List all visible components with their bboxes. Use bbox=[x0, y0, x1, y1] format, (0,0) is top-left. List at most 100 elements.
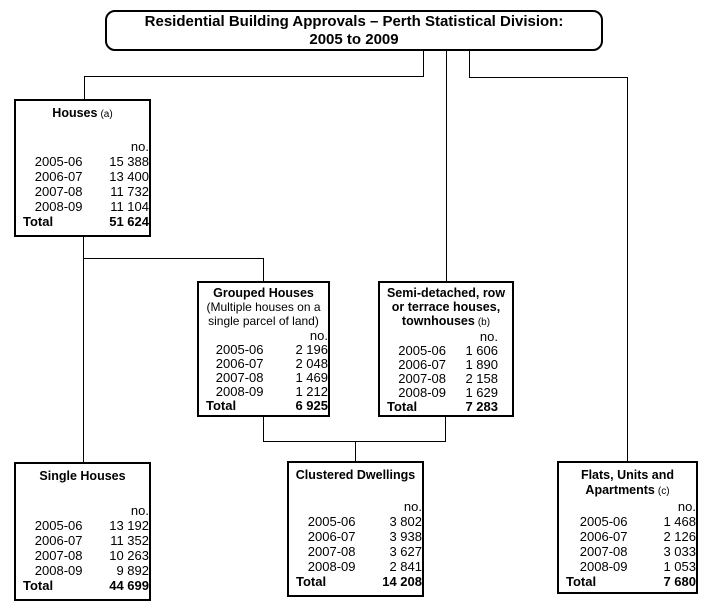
value-cell: 1 053 bbox=[663, 559, 696, 574]
total-value: 44 699 bbox=[109, 578, 149, 593]
year-cell: 2008-09 bbox=[34, 563, 83, 578]
value-cell: 13 192 bbox=[109, 518, 149, 533]
value-cell: 11 104 bbox=[110, 199, 149, 214]
total-value: 7 680 bbox=[663, 574, 696, 589]
footnote-marker-c: (c) bbox=[657, 486, 670, 497]
total-label: Total bbox=[387, 399, 418, 414]
year-cell: 2008-09 bbox=[579, 559, 628, 574]
year-row: 2008-09 11 104 bbox=[16, 199, 149, 214]
year-cell: 2008-09 bbox=[307, 559, 356, 574]
value-cell: 1 629 bbox=[465, 385, 498, 400]
year-row: 2006-07 2 048 bbox=[199, 357, 328, 371]
flats-units-apartments-box: Flats, Units and Apartments(c) no. 2005-… bbox=[557, 461, 698, 594]
value-cell: 3 802 bbox=[389, 514, 422, 529]
value-cell: 13 400 bbox=[109, 169, 149, 184]
connector-line-houses-drop bbox=[84, 76, 85, 99]
year-cell: 2005-06 bbox=[34, 518, 83, 533]
semi-detached-box: Semi-detached, row or terrace houses, to… bbox=[378, 281, 514, 417]
connector-line-grouped-drop bbox=[263, 258, 264, 281]
year-cell: 2008-09 bbox=[34, 199, 83, 214]
total-value: 14 208 bbox=[382, 574, 422, 589]
title-line-1: Residential Building Approvals – Perth S… bbox=[144, 12, 564, 30]
total-row: Total 7 283 bbox=[380, 400, 512, 414]
year-cell: 2008-09 bbox=[398, 385, 446, 400]
total-label: Total bbox=[206, 398, 237, 413]
footnote-marker-b: (b) bbox=[477, 317, 491, 328]
title-line-2: 2005 to 2009 bbox=[309, 30, 399, 48]
flats-units-apartments-heading: Flats, Units and Apartments(c) bbox=[580, 468, 675, 497]
total-value: 7 283 bbox=[465, 399, 498, 414]
year-cell: 2007-08 bbox=[34, 548, 83, 563]
total-label: Total bbox=[23, 578, 54, 593]
year-cell: 2007-08 bbox=[307, 544, 356, 559]
year-cell: 2007-08 bbox=[34, 184, 83, 199]
value-cell: 1 606 bbox=[465, 343, 498, 358]
unit-row: no. bbox=[199, 329, 328, 343]
value-cell: 1 469 bbox=[295, 370, 328, 385]
year-cell: 2006-07 bbox=[398, 357, 446, 372]
value-cell: 2 841 bbox=[389, 559, 422, 574]
year-row: 2006-07 2 126 bbox=[559, 529, 696, 544]
unit-row: no. bbox=[380, 330, 512, 344]
year-row: 2008-09 1 212 bbox=[199, 385, 328, 399]
unit-row: no. bbox=[16, 503, 149, 518]
unit-label: no. bbox=[130, 503, 149, 518]
value-cell: 2 048 bbox=[295, 356, 328, 371]
year-cell: 2007-08 bbox=[215, 370, 264, 385]
year-cell: 2008-09 bbox=[215, 384, 264, 399]
year-cell: 2007-08 bbox=[398, 371, 446, 386]
year-cell: 2006-07 bbox=[307, 529, 356, 544]
single-houses-heading: Single Houses bbox=[39, 469, 126, 483]
unit-row: no. bbox=[289, 499, 422, 514]
grouped-houses-heading: Grouped Houses bbox=[213, 286, 314, 300]
connector-line-flats-drop bbox=[627, 77, 628, 461]
year-cell: 2006-07 bbox=[215, 356, 264, 371]
year-cell: 2007-08 bbox=[579, 544, 628, 559]
value-cell: 1 468 bbox=[663, 514, 696, 529]
unit-label: no. bbox=[479, 329, 498, 344]
value-cell: 11 732 bbox=[110, 184, 149, 199]
value-cell: 3 938 bbox=[389, 529, 422, 544]
unit-label: no. bbox=[309, 328, 328, 343]
year-cell: 2005-06 bbox=[398, 343, 446, 358]
value-cell: 15 388 bbox=[109, 154, 149, 169]
total-value: 51 624 bbox=[109, 214, 149, 229]
year-row: 2007-08 11 732 bbox=[16, 184, 149, 199]
year-row: 2008-09 1 053 bbox=[559, 559, 696, 574]
value-cell: 2 196 bbox=[295, 342, 328, 357]
value-cell: 2 126 bbox=[663, 529, 696, 544]
value-cell: 11 352 bbox=[110, 533, 149, 548]
total-value: 6 925 bbox=[295, 398, 328, 413]
value-cell: 9 892 bbox=[116, 563, 149, 578]
unit-row: no. bbox=[16, 139, 149, 154]
semi-detached-heading: Semi-detached, row or terrace houses, to… bbox=[386, 286, 506, 328]
connector-line-title-drop-right bbox=[469, 51, 470, 78]
title-box: Residential Building Approvals – Perth S… bbox=[105, 10, 603, 51]
total-row: Total 14 208 bbox=[289, 574, 422, 589]
year-cell: 2006-07 bbox=[579, 529, 628, 544]
value-cell: 1 212 bbox=[295, 384, 328, 399]
year-row: 2005-06 13 192 bbox=[16, 518, 149, 533]
year-cell: 2005-06 bbox=[215, 342, 264, 357]
footnote-marker-a: (a) bbox=[100, 109, 113, 120]
connector-line-houses-to-single bbox=[83, 237, 84, 462]
connector-line-grouped-down bbox=[263, 417, 264, 441]
unit-row: no. bbox=[559, 499, 696, 514]
year-row: 2008-09 9 892 bbox=[16, 563, 149, 578]
total-label: Total bbox=[296, 574, 327, 589]
